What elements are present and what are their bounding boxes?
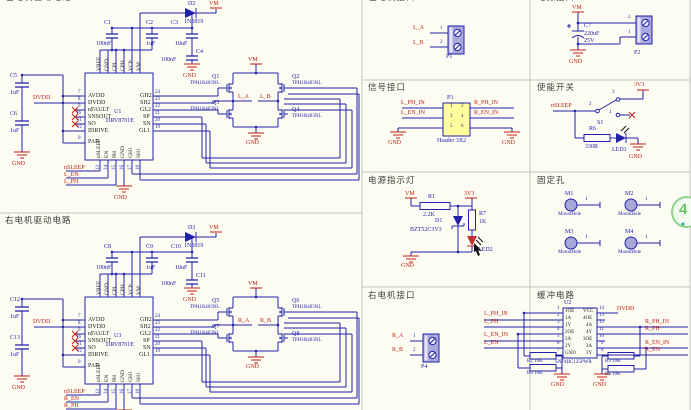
resistor-r7 xyxy=(468,209,476,231)
resistor-r3 xyxy=(607,352,635,360)
mounthole-m4 xyxy=(624,236,638,250)
mouse-cursor-icon xyxy=(474,243,482,256)
resistor-r2 xyxy=(529,352,557,360)
resistor-r4 xyxy=(529,364,557,372)
left-motor-driver-circuit xyxy=(14,8,359,192)
buffer-circuit-group xyxy=(484,307,688,381)
signal-header xyxy=(390,102,520,139)
right-motor-connector xyxy=(410,333,440,363)
enable-switch-circuit xyxy=(553,89,649,151)
watermark-circle xyxy=(671,196,691,228)
mounthole-m1 xyxy=(564,198,578,212)
resistor-r5 xyxy=(607,365,635,373)
right-motor-driver-circuit xyxy=(14,232,359,410)
resistor-r6 xyxy=(583,134,611,142)
led2-icon xyxy=(467,236,477,246)
mounthole-m3 xyxy=(564,236,578,250)
mounthole-m2 xyxy=(624,198,638,212)
header-3x2-body xyxy=(442,102,471,137)
left-motor-connector xyxy=(430,25,465,55)
mounting-holes-group xyxy=(564,196,691,250)
zener-d1-icon xyxy=(453,216,463,226)
led1-icon xyxy=(616,133,626,143)
buffer-ic-body xyxy=(562,307,598,359)
resistor-r1 xyxy=(419,202,451,210)
power-connector xyxy=(567,11,653,57)
power-indicator-circuit xyxy=(403,197,484,263)
